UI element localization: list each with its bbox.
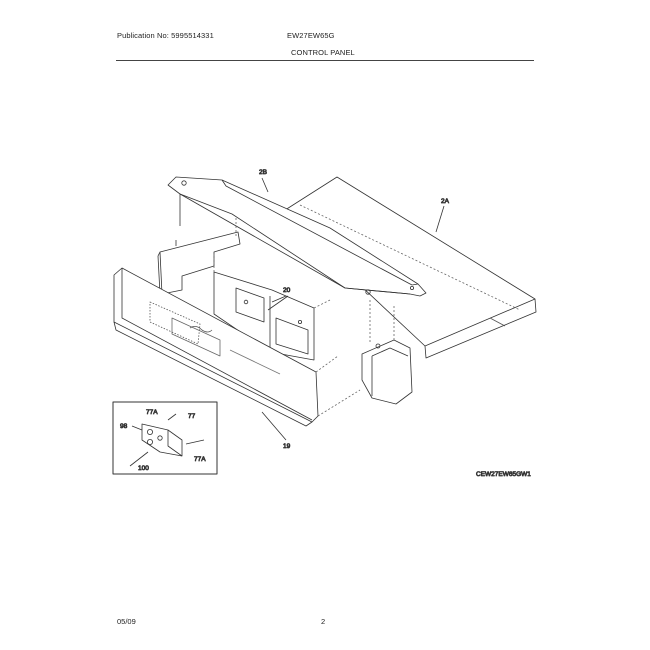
callout-inset-98: 98 [120, 423, 128, 430]
callout-leaders [271, 295, 287, 303]
callout-inset-100: 100 [138, 465, 149, 472]
header-divider [116, 60, 534, 61]
callout-inset-77a-bottom: 77A [194, 456, 206, 463]
diagram-code: CEW27EW65GW1 [476, 471, 531, 478]
model-number: EW27EW65G [287, 31, 335, 40]
footer-date: 05/09 [117, 617, 136, 626]
callout-2a: 2A [441, 198, 450, 205]
section-title: CONTROL PANEL [291, 48, 355, 57]
inset-detail [112, 401, 218, 475]
callout-inset-77a-top: 77A [146, 409, 158, 416]
front-control-panel [113, 267, 361, 441]
callout-20: 20 [283, 287, 291, 294]
top-rail-part [167, 176, 445, 297]
callout-2b: 2B [259, 169, 267, 176]
control-bracket-part [213, 252, 331, 361]
callout-inset-77: 77 [188, 413, 196, 420]
page-number: 2 [321, 617, 326, 626]
publication-number: Publication No: 5995514331 [117, 31, 214, 40]
right-end-bracket [361, 300, 413, 405]
callout-19: 19 [283, 443, 291, 450]
